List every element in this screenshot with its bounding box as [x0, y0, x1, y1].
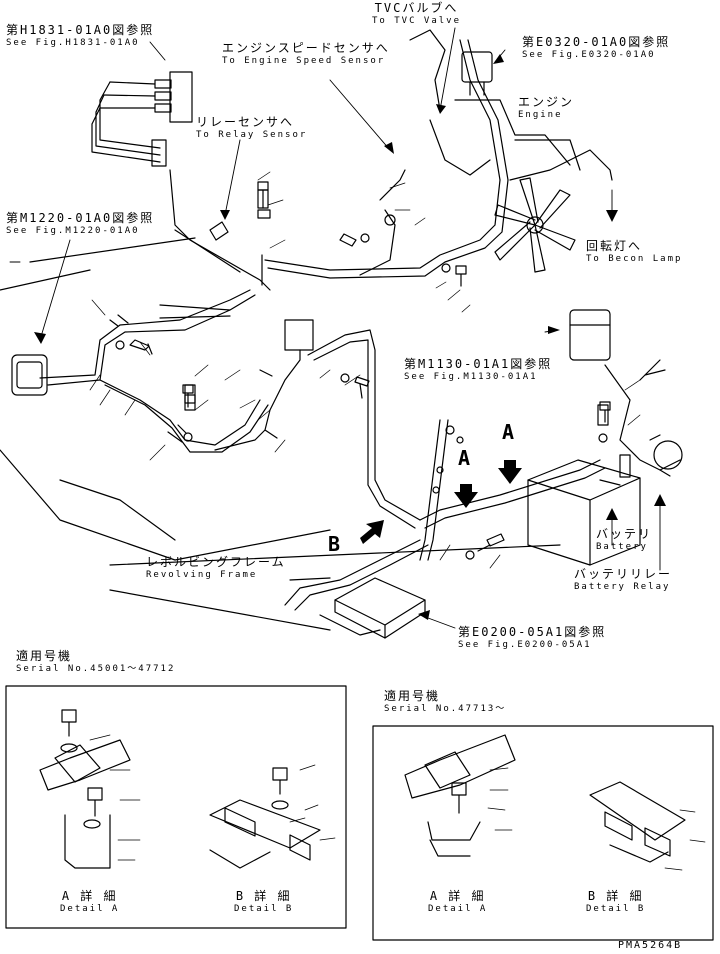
label-battery-jp: バッテリ [596, 527, 653, 541]
caption-detail-a-2: A 詳 細 Detail A [428, 890, 487, 915]
detail-box-1-artwork [5, 685, 347, 929]
label-becon-jp: 回転灯へ [586, 239, 643, 253]
label-revolving-frame-en: Revolving Frame [146, 570, 258, 580]
serial-1-en: Serial No.45001～47712 [16, 664, 176, 674]
caption-detail-b-2: B 詳 細 Detail B [586, 890, 645, 915]
label-e0200-en: See Fig.E0200-05A1 [458, 640, 592, 650]
marker-a-1: A [458, 446, 471, 470]
label-h1831-en: See Fig.H1831-01A0 [6, 38, 140, 48]
battery-relay-drawing [569, 309, 683, 478]
label-revolving-frame-jp: レボルビングフレーム [146, 555, 286, 569]
label-e0320-en: See Fig.E0320-01A0 [522, 50, 656, 60]
caption-detail-a-1: A 詳 細 Detail A [60, 890, 119, 915]
serial-label-1: 適用号機 Serial No.45001～47712 [16, 650, 175, 675]
label-relay-sensor-jp: リレーセンサへ [196, 115, 295, 129]
harness-center [184, 319, 421, 529]
label-m1130-en: See Fig.M1130-01A1 [404, 372, 538, 382]
controller-box [289, 577, 426, 639]
label-m1130-jp: 第M1130-01A1図参照 [404, 357, 553, 371]
caption-detail-b-1-jp: B 詳 細 [235, 889, 292, 903]
label-m1220-en: See Fig.M1220-01A0 [6, 226, 140, 236]
caption-detail-b-1-en: Detail B [234, 904, 294, 914]
caption-detail-a-2-en: Detail A [428, 904, 488, 914]
label-m1130: 第M1130-01A1図参照 See Fig.M1130-01A1 [404, 358, 552, 383]
label-e0320: 第E0320-01A0図参照 See Fig.E0320-01A0 [522, 36, 670, 61]
label-e0200: 第E0200-05A1図参照 See Fig.E0200-05A1 [458, 626, 606, 651]
caption-detail-b-2-jp: B 詳 細 [587, 889, 644, 903]
serial-2-en: Serial No.47713～ [384, 704, 507, 714]
label-relay-sensor-en: To Relay Sensor [196, 130, 308, 140]
caption-detail-b-1: B 詳 細 Detail B [234, 890, 293, 915]
label-battery: バッテリ Battery [596, 528, 652, 553]
engine-outline [409, 29, 613, 273]
battery-drawing [527, 459, 641, 566]
serial-label-2: 適用号機 Serial No.47713～ [384, 690, 506, 715]
label-revolving-frame: レボルビングフレーム Revolving Frame [146, 556, 286, 581]
label-tvc: TVCバルブへ To TVC Valve [372, 2, 461, 27]
label-m1220: 第M1220-01A0図参照 See Fig.M1220-01A0 [6, 212, 154, 237]
label-e0200-jp: 第E0200-05A1図参照 [458, 625, 607, 639]
label-becon: 回転灯へ To Becon Lamp [586, 240, 682, 265]
label-engine-en: Engine [518, 110, 563, 120]
label-battery-en: Battery [596, 542, 648, 552]
harness-right [284, 419, 606, 611]
caption-detail-b-2-en: Detail B [586, 904, 646, 914]
label-engine: エンジン Engine [518, 96, 574, 121]
label-speed-sensor: エンジンスピードセンサへ To Engine Speed Sensor [222, 42, 390, 67]
label-battery-relay-jp: バッテリリレー [574, 567, 673, 581]
caption-detail-a-1-en: Detail A [60, 904, 120, 914]
label-relay-sensor: リレーセンサへ To Relay Sensor [196, 116, 307, 141]
detail-box-2-artwork [372, 725, 714, 941]
label-battery-relay-en: Battery Relay [574, 582, 671, 592]
detail-arrows [360, 460, 522, 544]
revolving-frame-outline [0, 237, 561, 631]
tvc-valve-module [461, 51, 493, 96]
label-speed-sensor-en: To Engine Speed Sensor [222, 56, 386, 66]
label-speed-sensor-jp: エンジンスピードセンサへ [222, 41, 390, 55]
caption-detail-a-1-jp: A 詳 細 [61, 889, 118, 903]
label-battery-relay: バッテリリレー Battery Relay [574, 568, 672, 593]
harness-left [11, 169, 271, 453]
label-m1220-jp: 第M1220-01A0図参照 [6, 211, 155, 225]
label-becon-en: To Becon Lamp [586, 254, 683, 264]
leader-lines [89, 171, 706, 871]
serial-1-jp: 適用号機 [16, 649, 73, 663]
harness-upper [209, 39, 509, 286]
drawing-code: PMA5264B [618, 940, 683, 951]
label-h1831-jp: 第H1831-01A0図参照 [6, 23, 155, 37]
label-tvc-en: To TVC Valve [372, 16, 462, 26]
bolts-main [182, 181, 611, 560]
caption-detail-a-2-jp: A 詳 細 [429, 889, 486, 903]
marker-a-2: A [502, 420, 515, 444]
label-e0320-jp: 第E0320-01A0図参照 [522, 35, 671, 49]
label-h1831: 第H1831-01A0図参照 See Fig.H1831-01A0 [6, 24, 154, 49]
label-tvc-jp: TVCバルブへ [374, 1, 459, 15]
connector-block-h1831 [91, 71, 193, 167]
label-engine-jp: エンジン [518, 95, 575, 109]
arrowheads [34, 54, 666, 620]
serial-2-jp: 適用号機 [384, 689, 441, 703]
marker-b: B [328, 532, 341, 556]
